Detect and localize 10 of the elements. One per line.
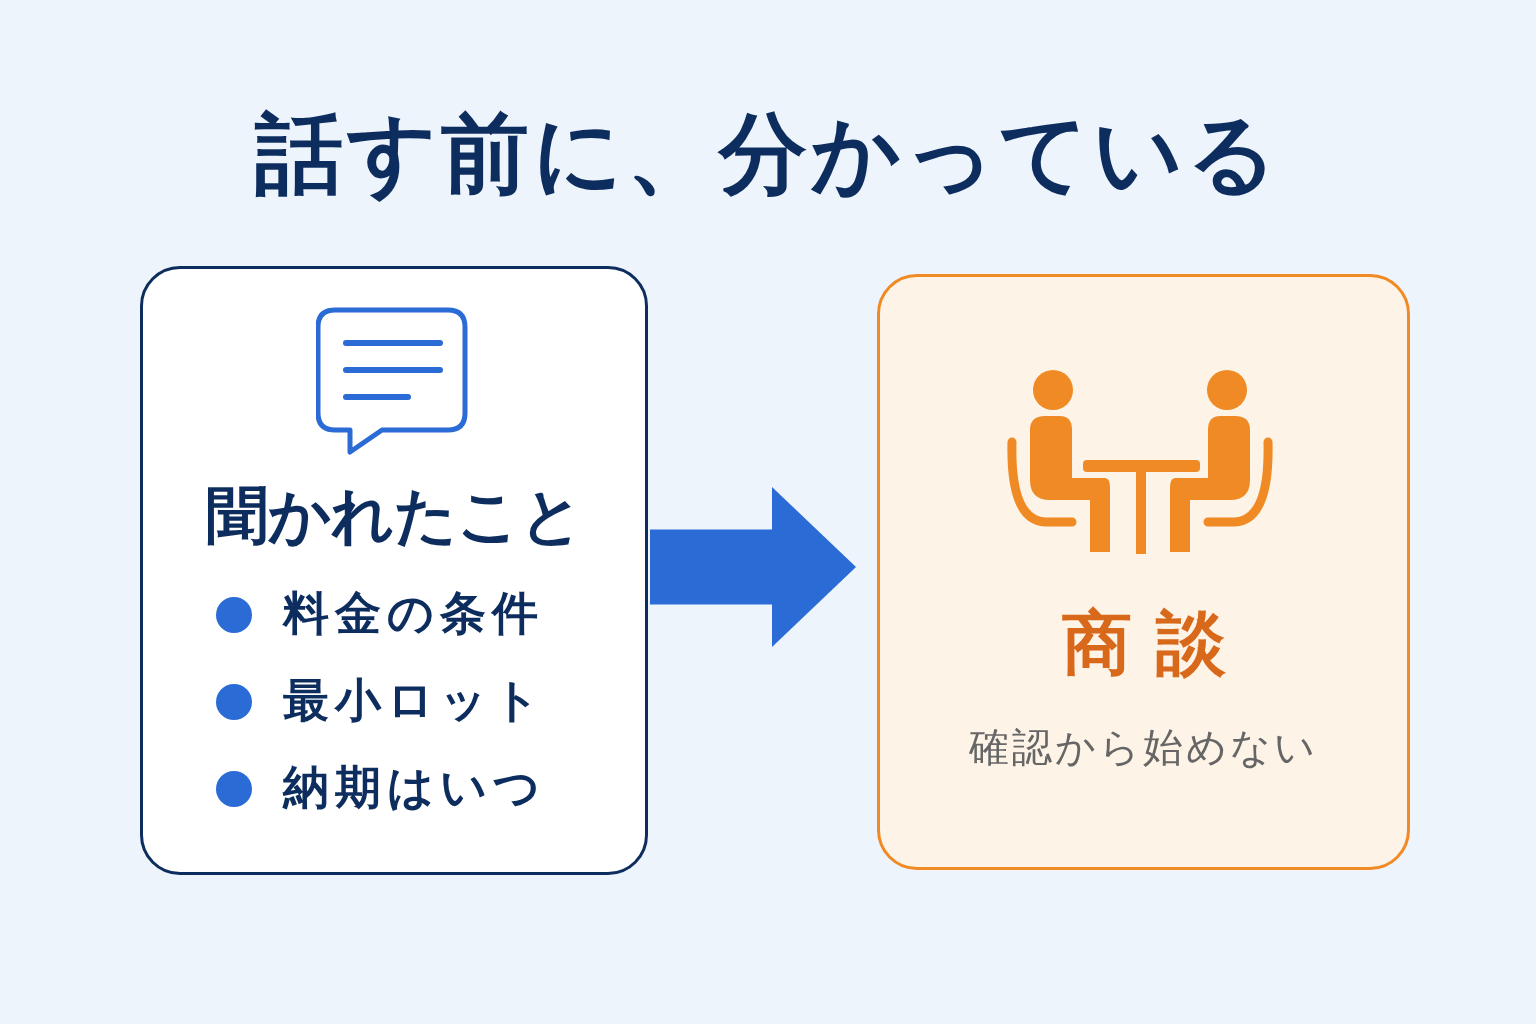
card-heading: 商談 — [1060, 602, 1250, 684]
card-heading: 聞かれたこと — [205, 479, 583, 552]
list-item: 料金の条件 — [283, 585, 544, 642]
title: 話す前に、分かっている — [255, 102, 1281, 205]
list-item: 最小ロット — [283, 672, 546, 729]
arrow — [650, 487, 856, 647]
question-card — [140, 266, 648, 875]
card-subtitle: 確認から始めない — [969, 724, 1318, 770]
meeting-card — [877, 274, 1410, 870]
list-item: 納期はいつ — [283, 759, 546, 816]
